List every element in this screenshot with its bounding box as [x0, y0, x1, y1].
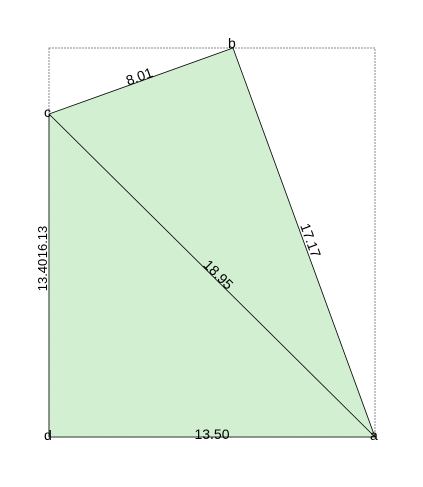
vertex-label-a: a [370, 427, 378, 443]
shape-fill [48, 47, 376, 438]
edge-label-cd-left: 13.40 [35, 259, 50, 292]
edge-label-da: 13.50 [194, 426, 229, 442]
vertex-label-d: d [44, 427, 52, 443]
diagonal-ca [48, 113, 376, 438]
vertex-label-c: c [44, 104, 51, 120]
edge-label-cd-right: 16.13 [35, 226, 50, 259]
vertex-label-b: b [228, 35, 236, 51]
